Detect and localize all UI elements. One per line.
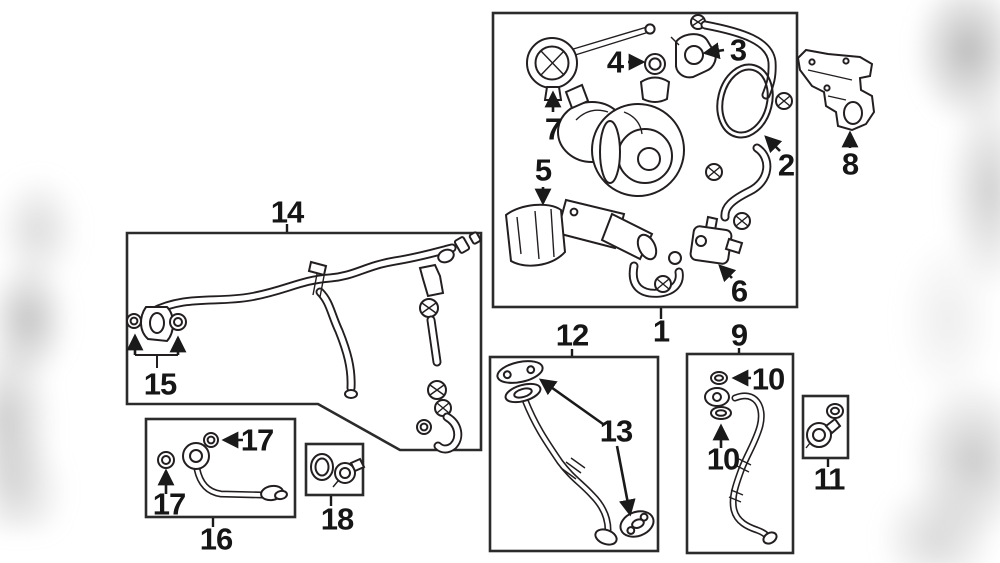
box-oil-feed-9 [685, 352, 795, 555]
callout-arrows [126, 42, 859, 527]
part-gasket-13 [619, 510, 655, 538]
callout-10-lower: 10 [706, 441, 740, 477]
part-oil-return-pipe [496, 360, 655, 546]
part-oil-feed-line [704, 371, 778, 545]
callout-1: 1 [652, 313, 670, 349]
part-solenoid-valve [689, 215, 744, 265]
callout-3: 3 [729, 32, 747, 68]
part-heat-shield [504, 203, 567, 267]
callout-12: 12 [555, 317, 589, 353]
part-bracket [796, 48, 876, 132]
part-seal-ring [644, 53, 666, 75]
callout-17-lower: 17 [152, 486, 186, 522]
callout-11: 11 [813, 461, 846, 497]
part-upper-hose [690, 14, 793, 110]
part-actuator [526, 23, 656, 101]
part-mid-hose [705, 143, 772, 230]
callout-15: 15 [143, 366, 177, 402]
part-oring [716, 63, 774, 139]
callout-9: 9 [730, 317, 748, 353]
callout-4: 4 [606, 44, 624, 80]
callout-16: 16 [199, 521, 233, 557]
part-connector [805, 403, 844, 449]
callout-8: 8 [841, 146, 859, 182]
callout-13: 13 [599, 413, 633, 449]
part-lower-hose [628, 251, 684, 298]
callout-14: 14 [270, 194, 304, 230]
part-valve-fitting [310, 453, 366, 488]
callout-7: 7 [544, 111, 562, 147]
part-coolant-pipe [126, 231, 482, 454]
callout-5: 5 [534, 152, 552, 188]
box-coolant-pipe-14 [125, 231, 483, 452]
callout-10-upper: 10 [751, 361, 785, 397]
callout-2: 2 [777, 147, 795, 183]
part-turbocharger-assembly [504, 14, 793, 298]
callout-17-upper: 17 [240, 422, 274, 458]
callout-18: 18 [320, 501, 354, 537]
callout-6: 6 [730, 273, 748, 309]
part-return-pipe [157, 432, 288, 502]
